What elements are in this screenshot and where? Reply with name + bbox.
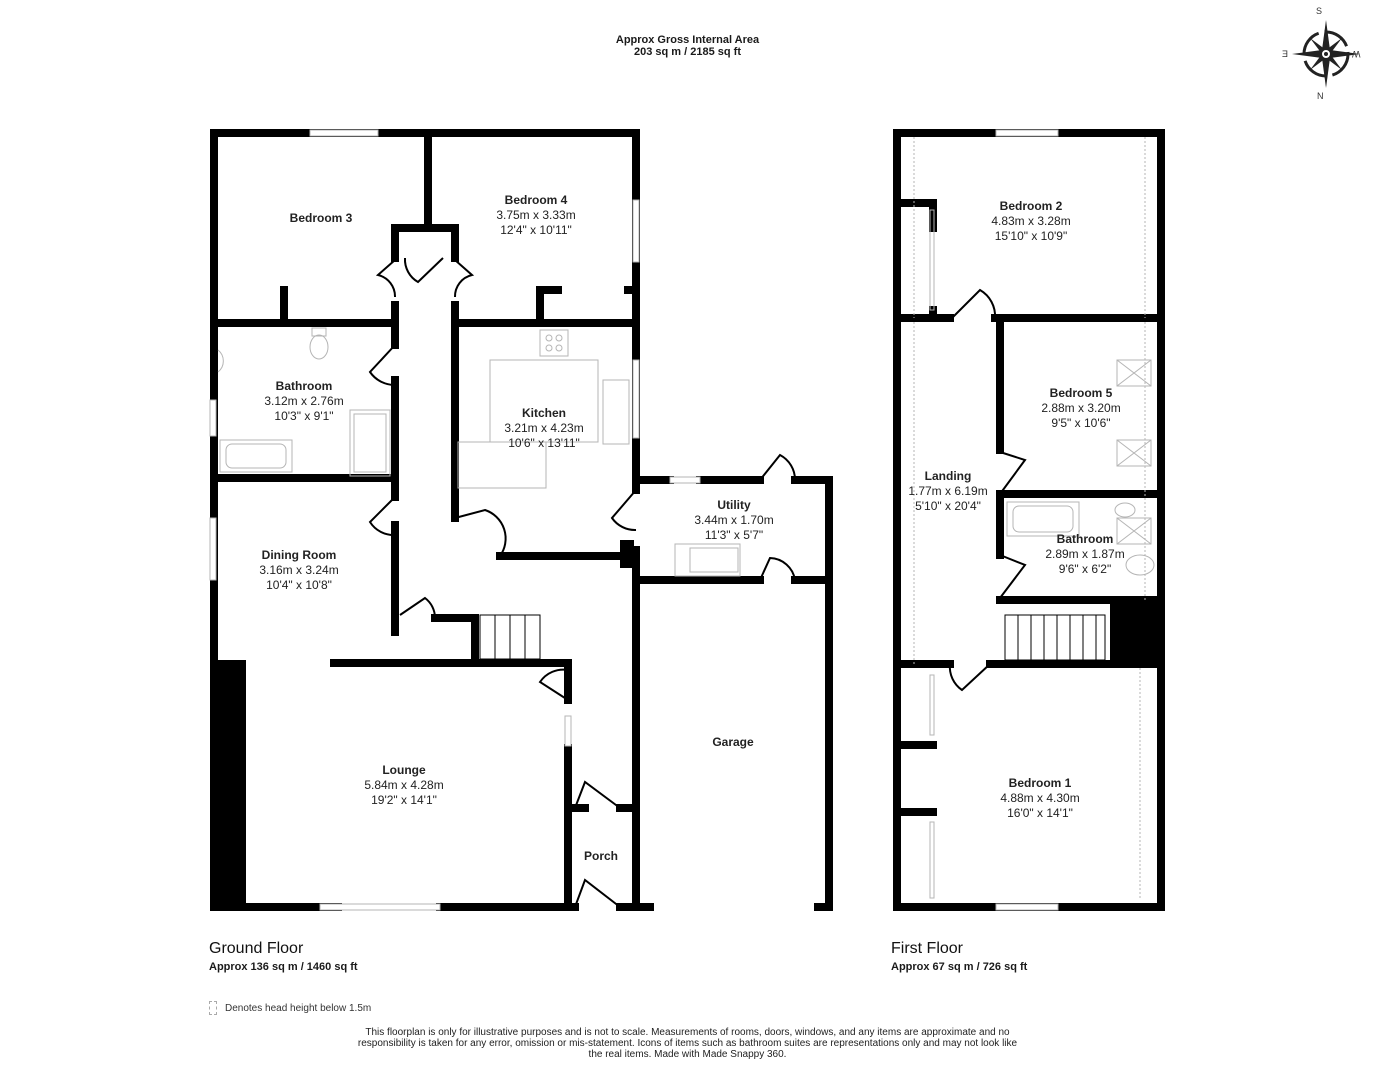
- room-imperial: 15'10" x 10'9": [994, 229, 1068, 243]
- floor-title: Ground Floor: [209, 940, 304, 957]
- room-name: Bedroom 5: [1049, 386, 1113, 400]
- room-landing: Landing 1.77m x 6.19m 5'10" x 20'4": [908, 469, 987, 514]
- room-name: Bathroom: [1056, 532, 1114, 546]
- room-metric: 3.12m x 2.76m: [264, 394, 344, 408]
- room-name: Lounge: [382, 763, 426, 777]
- room-metric: 2.88m x 3.20m: [1041, 401, 1121, 415]
- compass-graphic: [1292, 20, 1360, 88]
- compass-north-label: N: [1317, 91, 1324, 101]
- room-imperial: 10'4" x 10'8": [266, 578, 332, 592]
- room-name: Bedroom 3: [289, 211, 353, 225]
- room-imperial: 19'2" x 14'1": [371, 793, 437, 807]
- dashed-box-icon: [209, 1001, 217, 1015]
- gross-internal-area: Approx Gross Internal Area 203 sq m / 21…: [0, 34, 1375, 58]
- room-bedroom-3: Bedroom 3: [290, 211, 353, 226]
- room-metric: 1.77m x 6.19m: [908, 484, 988, 498]
- first-floor-doors: [948, 288, 1027, 692]
- room-name: Bedroom 1: [1008, 776, 1072, 790]
- room-imperial: 12'4" x 10'11": [500, 223, 572, 237]
- room-imperial: 16'0" x 14'1": [1007, 806, 1073, 820]
- room-imperial: 10'6" x 13'11": [508, 436, 580, 450]
- room-bathroom-ground: Bathroom 3.12m x 2.76m 10'3" x 9'1": [264, 379, 343, 424]
- room-bedroom-4: Bedroom 4 3.75m x 3.33m 12'4" x 10'11": [496, 193, 575, 238]
- gia-title: Approx Gross Internal Area: [615, 34, 760, 46]
- floor-area: Approx 136 sq m / 1460 sq ft: [209, 961, 358, 973]
- room-name: Bathroom: [275, 379, 333, 393]
- room-metric: 4.88m x 4.30m: [1000, 791, 1080, 805]
- room-bathroom-first: Bathroom 2.89m x 1.87m 9'6" x 6'2": [1045, 532, 1124, 577]
- room-dining-room: Dining Room 3.16m x 3.24m 10'4" x 10'8": [259, 548, 338, 593]
- room-name: Porch: [583, 849, 619, 863]
- room-metric: 3.75m x 3.33m: [496, 208, 576, 222]
- room-lounge: Lounge 5.84m x 4.28m 19'2" x 14'1": [364, 763, 443, 808]
- room-imperial: 11'3" x 5'7": [704, 528, 764, 542]
- legend-text: Denotes head height below 1.5m: [225, 1002, 372, 1014]
- room-imperial: 9'5" x 10'6": [1051, 416, 1111, 430]
- room-name: Utility: [717, 498, 751, 512]
- room-name: Bedroom 4: [504, 193, 568, 207]
- room-imperial: 5'10" x 20'4": [915, 499, 981, 513]
- ground-floor-fixtures: [209, 129, 741, 911]
- room-porch: Porch: [584, 849, 618, 864]
- ground-floor-walls: [210, 129, 833, 911]
- room-garage: Garage: [712, 735, 753, 750]
- compass-south-label: S: [1316, 6, 1323, 16]
- head-height-legend: Denotes head height below 1.5m: [209, 1001, 371, 1015]
- floor-title: First Floor: [891, 940, 963, 957]
- ground-floor-stairs: [479, 614, 541, 660]
- room-name: Landing: [924, 469, 972, 483]
- compass-rose-icon: S N E W: [1280, 6, 1372, 101]
- disclaimer-text: This floorplan is only for illustrative …: [357, 1027, 1018, 1060]
- room-metric: 2.89m x 1.87m: [1045, 547, 1125, 561]
- room-name: Bedroom 2: [999, 199, 1063, 213]
- gia-total: 203 sq m / 2185 sq ft: [634, 46, 741, 58]
- disclaimer: This floorplan is only for illustrative …: [0, 1027, 1375, 1060]
- room-bedroom-5: Bedroom 5 2.88m x 3.20m 9'5" x 10'6": [1041, 386, 1120, 431]
- first-floor-fixtures: [913, 129, 1155, 911]
- room-imperial: 10'3" x 9'1": [274, 409, 334, 423]
- room-metric: 3.16m x 3.24m: [259, 563, 339, 577]
- room-name: Kitchen: [521, 406, 566, 420]
- room-metric: 3.21m x 4.23m: [504, 421, 584, 435]
- room-bedroom-1: Bedroom 1 4.88m x 4.30m 16'0" x 14'1": [1000, 776, 1079, 821]
- first-floor-stairs: [1004, 614, 1106, 661]
- room-name: Garage: [712, 735, 754, 749]
- room-kitchen: Kitchen 3.21m x 4.23m 10'6" x 13'11": [504, 406, 583, 451]
- room-imperial: 9'6" x 6'2": [1058, 562, 1112, 576]
- chimney-breast: [210, 660, 246, 911]
- room-metric: 3.44m x 1.70m: [694, 513, 774, 527]
- room-metric: 5.84m x 4.28m: [364, 778, 444, 792]
- ground-floor-doors: [368, 257, 797, 908]
- first-floor-caption: First Floor Approx 67 sq m / 726 sq ft: [891, 940, 1027, 974]
- room-utility: Utility 3.44m x 1.70m 11'3" x 5'7": [694, 498, 773, 543]
- room-metric: 4.83m x 3.28m: [991, 214, 1071, 228]
- room-name: Dining Room: [261, 548, 337, 562]
- ground-floor-caption: Ground Floor Approx 136 sq m / 1460 sq f…: [209, 940, 358, 974]
- floor-area: Approx 67 sq m / 726 sq ft: [891, 961, 1028, 973]
- room-bedroom-2: Bedroom 2 4.83m x 3.28m 15'10" x 10'9": [991, 199, 1070, 244]
